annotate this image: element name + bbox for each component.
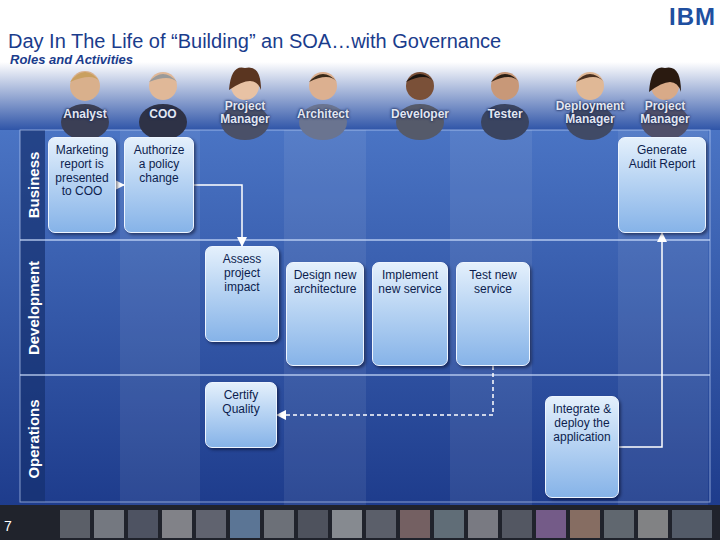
process-box: Integrate & deploy the application bbox=[545, 396, 619, 498]
role-name: Project Manager bbox=[626, 100, 704, 126]
activity-text: Design new architecture bbox=[291, 269, 359, 297]
lane-label: Business bbox=[24, 152, 41, 219]
flow-arrow bbox=[194, 185, 242, 246]
activity-text: Certify Quality bbox=[210, 389, 272, 417]
page-number: 7 bbox=[4, 518, 24, 534]
activity-text: Implement new service bbox=[377, 269, 443, 297]
role-name: Project Manager bbox=[206, 100, 284, 126]
swimlane-band: Development Assess project impact Design n… bbox=[20, 240, 710, 375]
activity-text: Authorize a policy change bbox=[129, 144, 189, 185]
process-box: Authorize a policy change bbox=[124, 137, 194, 233]
activity-text: Marketing report is presented to COO bbox=[53, 144, 111, 199]
role-name: Architect bbox=[284, 108, 362, 121]
activity-text: Assess project impact bbox=[210, 253, 274, 294]
process-box: Implement new service bbox=[372, 262, 448, 366]
activity-text: Generate Audit Report bbox=[623, 144, 701, 172]
process-box: Certify Quality bbox=[205, 382, 277, 448]
flow-arrow bbox=[116, 184, 124, 186]
activity-text: Test new service bbox=[461, 269, 525, 297]
process-box: Assess project impact bbox=[205, 246, 279, 342]
flow-arrow bbox=[277, 366, 493, 415]
role-name: COO bbox=[124, 108, 202, 121]
role-name: Deployment Manager bbox=[548, 100, 632, 126]
swimlane-band: Business Marketing report is presented to… bbox=[20, 130, 710, 240]
process-box: Marketing report is presented to COO bbox=[48, 137, 116, 233]
process-box: Generate Audit Report bbox=[618, 137, 706, 233]
slide-title: Day In The Life of “Building” an SOA…wit… bbox=[8, 30, 501, 53]
logo: IBM bbox=[660, 3, 716, 31]
role-name: Analyst bbox=[46, 108, 124, 121]
role-name: Developer bbox=[375, 108, 465, 121]
activity-text: Integrate & deploy the application bbox=[550, 403, 614, 444]
swimlane-band: Operations Certify QualityIntegrate & dep… bbox=[20, 375, 710, 502]
process-box: Design new architecture bbox=[286, 262, 364, 366]
role-name: Tester bbox=[466, 108, 544, 121]
lane-label: Development bbox=[24, 260, 41, 354]
process-box: Test new service bbox=[456, 262, 530, 366]
lane-label: Operations bbox=[24, 399, 41, 478]
flow-arrow bbox=[619, 233, 662, 447]
subtitle: Roles and Activities bbox=[10, 52, 210, 67]
